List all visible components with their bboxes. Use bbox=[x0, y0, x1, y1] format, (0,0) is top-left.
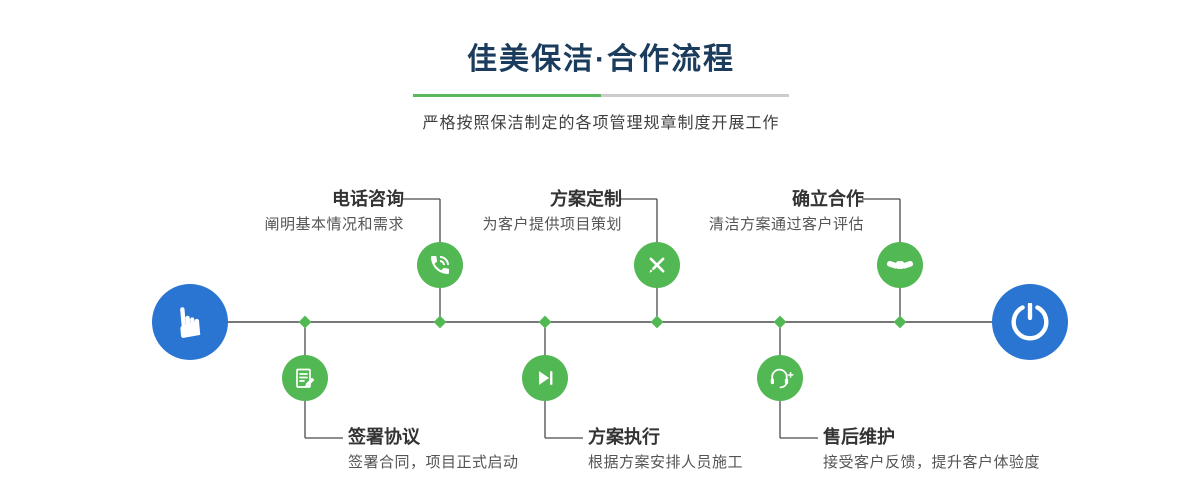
divider-accent-segment bbox=[413, 94, 601, 97]
step-desc: 根据方案安排人员施工 bbox=[588, 454, 744, 471]
page-subtitle: 严格按照保洁制定的各项管理规章制度开展工作 bbox=[422, 115, 780, 132]
step-node-contract bbox=[282, 355, 328, 401]
step-title: 方案定制 bbox=[550, 189, 622, 209]
step-node-phone bbox=[417, 242, 463, 288]
step-label-execute: 方案执行 根据方案安排人员施工 bbox=[588, 424, 743, 475]
step-node-cooperation bbox=[877, 242, 923, 288]
flow-start-node: ☛ bbox=[152, 284, 228, 360]
step-desc: 接受客户反馈，提升客户体验度 bbox=[823, 454, 1041, 471]
flow-end-node bbox=[992, 284, 1068, 360]
step-desc: 阐明基本情况和需求 bbox=[264, 216, 404, 233]
diamond-marker bbox=[773, 315, 787, 329]
step-label-design: 方案定制 为客户提供项目策划 bbox=[482, 186, 622, 237]
divider-gray-segment bbox=[601, 94, 789, 97]
step-title: 售后维护 bbox=[823, 427, 895, 447]
diamond-marker bbox=[893, 315, 907, 329]
step-label-cooperation: 确立合作 清洁方案通过客户评估 bbox=[709, 186, 864, 237]
step-desc: 为客户提供项目策划 bbox=[482, 216, 622, 233]
step-label-contract: 签署协议 签署合同，项目正式启动 bbox=[348, 424, 519, 475]
step-desc: 签署合同，项目正式启动 bbox=[348, 454, 519, 471]
handshake-icon bbox=[886, 261, 914, 269]
step-label-phone: 电话咨询 阐明基本情况和需求 bbox=[264, 186, 404, 237]
phone-icon bbox=[431, 256, 449, 274]
pen-ruler-icon bbox=[649, 257, 665, 273]
step-title: 签署协议 bbox=[348, 427, 420, 447]
diamond-marker bbox=[298, 315, 312, 329]
title-divider bbox=[413, 94, 789, 97]
step-node-design bbox=[634, 242, 680, 288]
step-node-support bbox=[757, 355, 803, 401]
step-label-support: 售后维护 接受客户反馈，提升客户体验度 bbox=[823, 424, 1040, 475]
step-title: 确立合作 bbox=[792, 189, 864, 209]
hand-pointer-icon: ☛ bbox=[164, 301, 215, 343]
step-title: 方案执行 bbox=[588, 427, 660, 447]
diamond-marker bbox=[538, 315, 552, 329]
diamond-marker bbox=[433, 315, 447, 329]
play-icon bbox=[539, 371, 553, 385]
step-desc: 清洁方案通过客户评估 bbox=[708, 216, 864, 233]
diamond-marker bbox=[650, 315, 664, 329]
power-icon bbox=[1011, 303, 1049, 341]
page-title: 佳美保洁·合作流程 bbox=[467, 43, 735, 76]
headset-icon bbox=[770, 368, 794, 388]
step-node-execute bbox=[522, 355, 568, 401]
contract-icon bbox=[296, 368, 315, 388]
step-title: 电话咨询 bbox=[332, 189, 404, 209]
